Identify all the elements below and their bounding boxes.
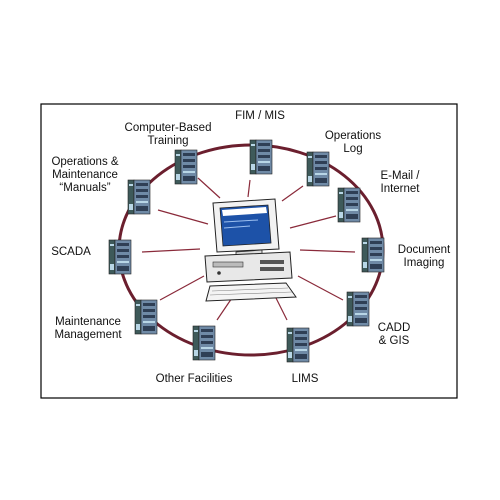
label-email-internet: E-Mail / Internet bbox=[380, 170, 420, 195]
keyboard-icon bbox=[205, 282, 297, 302]
label-scada: SCADA bbox=[51, 246, 91, 258]
spoke-operations-log bbox=[281, 185, 304, 202]
spoke-email-internet bbox=[289, 215, 337, 229]
label-fim-mis: FIM / MIS bbox=[235, 110, 285, 122]
spoke-cadd-gis bbox=[297, 275, 344, 301]
server-icon-other-facilities bbox=[192, 325, 216, 361]
connection-spokes bbox=[141, 177, 356, 321]
spoke-fim-mis bbox=[247, 179, 251, 198]
label-operations-maintenance-manuals: Operations & Maintenance “Manuals” bbox=[51, 156, 119, 194]
spoke-maintenance-management bbox=[159, 275, 205, 301]
spoke-computer-based-training bbox=[197, 177, 221, 199]
server-icon-fim-mis bbox=[249, 139, 273, 175]
server-icon-operations-maintenance-manuals bbox=[127, 179, 151, 215]
server-icon-operations-log bbox=[306, 151, 330, 187]
server-icon-email-internet bbox=[337, 187, 361, 223]
server-icon-lims bbox=[286, 327, 310, 363]
diagram-frame bbox=[40, 103, 458, 399]
label-lims: LIMS bbox=[291, 373, 319, 385]
monitor-icon bbox=[212, 198, 280, 259]
label-other-facilities: Other Facilities bbox=[155, 373, 233, 385]
server-icon-maintenance-management bbox=[134, 299, 158, 335]
label-document-imaging: Document Imaging bbox=[397, 244, 451, 269]
server-nodes bbox=[108, 139, 385, 363]
spoke-document-imaging bbox=[299, 249, 356, 253]
server-icon-computer-based-training bbox=[174, 149, 198, 185]
label-cadd-gis: CADD & GIS bbox=[377, 322, 411, 347]
server-icon-cadd-gis bbox=[346, 291, 370, 327]
server-icon-scada bbox=[108, 239, 132, 275]
server-icon-document-imaging bbox=[361, 237, 385, 273]
computer-base-icon bbox=[204, 251, 293, 283]
spoke-scada bbox=[141, 248, 201, 253]
label-maintenance-management: Maintenance Management bbox=[54, 316, 122, 341]
central-workstation bbox=[204, 198, 297, 302]
label-computer-based-training: Computer-Based Training bbox=[124, 122, 212, 147]
spoke-operations-maintenance-manuals bbox=[157, 209, 209, 225]
label-operations-log: Operations Log bbox=[324, 130, 382, 155]
